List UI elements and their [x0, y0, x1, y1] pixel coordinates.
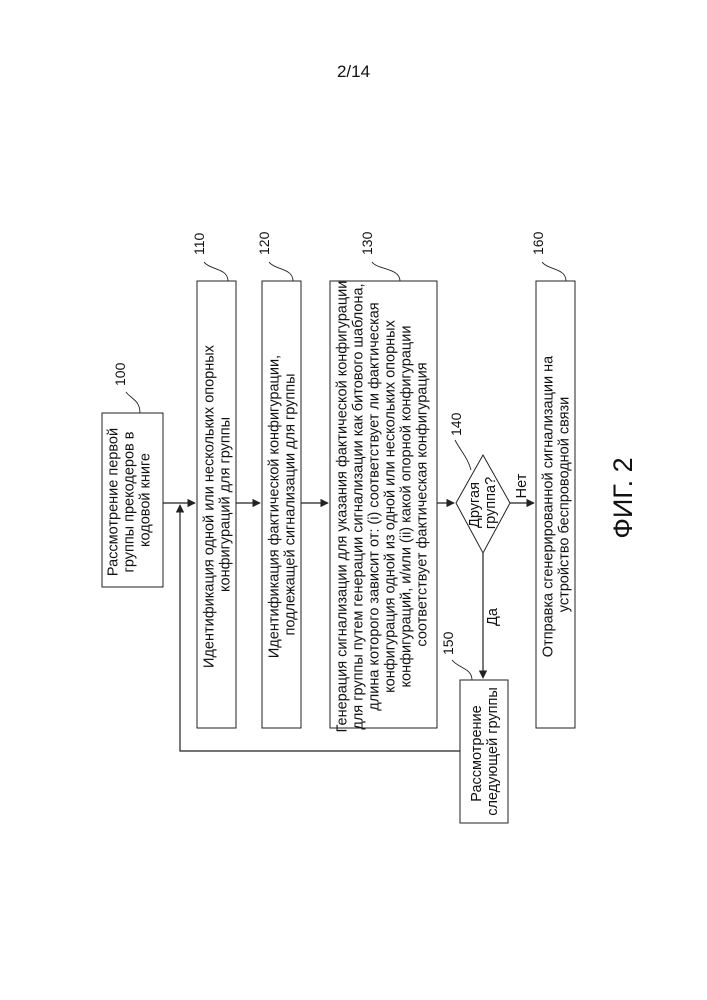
ref-100-label: 100 — [112, 362, 128, 386]
step-120-line-2: подлежащей сигнализации для группы — [283, 373, 299, 635]
step-120-line-1: Идентификация фактической конфигурации, — [267, 355, 283, 658]
branch-no-label: Нет — [514, 473, 530, 498]
step-130-line-4: конфигурация одной из одной или нескольк… — [383, 319, 399, 692]
ref-160-label: 160 — [530, 231, 546, 255]
step-120: Идентификация фактической конфигурации, … — [262, 281, 301, 728]
ref-100: 100 — [112, 362, 140, 413]
step-160-line-2: устройство беспроводной связи — [557, 397, 573, 613]
svg-text:Другая группа?: Другая группа? — [467, 477, 499, 529]
ref-140: 140 — [448, 412, 471, 470]
ref-140-label: 140 — [448, 412, 464, 436]
ref-150: 150 — [440, 631, 472, 680]
step-110: Идентификация одной или нескольких опорн… — [197, 281, 236, 728]
decision-140: Другая группа? — [456, 455, 510, 553]
step-130-line-6: соответствует фактическая конфигурация — [415, 362, 431, 646]
ref-150-label: 150 — [440, 631, 456, 655]
ref-130-label: 130 — [359, 231, 375, 255]
decision-140-line-2: группа? — [483, 477, 499, 529]
step-130: Генерация сигнализации для указания факт… — [330, 277, 437, 733]
step-130-line-3: длина которого зависит от: (i) соответст… — [367, 302, 383, 710]
ref-160: 160 — [530, 231, 566, 281]
ref-130: 130 — [359, 231, 400, 281]
step-150-line-1: Рассмотрение — [469, 705, 485, 801]
step-150-line-2: следующей группы — [485, 687, 501, 816]
ref-110: 110 — [191, 232, 228, 281]
branch-yes-label: Да — [485, 607, 501, 626]
step-150: Рассмотрение следующей группы — [460, 680, 508, 823]
figure-label: ФИГ. 2 — [608, 457, 638, 538]
svg-text:Отправка сгенерированной сигна: Отправка сгенерированной сигнализации на… — [541, 352, 573, 657]
step-110-line-1: Идентификация одной или нескольких опорн… — [202, 344, 218, 668]
svg-text:Идентификация фактической конф: Идентификация фактической конфигурации, … — [267, 351, 299, 658]
step-110-line-2: конфигураций для группы — [218, 417, 234, 592]
decision-140-line-1: Другая — [467, 482, 483, 528]
step-130-line-5: конфигураций, и/или (ii) какой опорной к… — [399, 326, 415, 688]
step-100: Рассмотрение первой группы прекодеров в … — [102, 413, 163, 587]
step-100-line-3: кодовой книге — [138, 453, 154, 547]
step-100-line-2: группы прекодеров в — [122, 431, 138, 572]
step-130-line-1: Генерация сигнализации для указания факт… — [335, 281, 351, 733]
step-100-line-1: Рассмотрение первой — [106, 428, 122, 576]
svg-text:Рассмотрение следующей г: Рассмотрение следующей группы — [469, 687, 501, 816]
step-130-line-2: для группы путем генерации сигнализации … — [351, 283, 367, 729]
ref-110-label: 110 — [191, 232, 207, 255]
step-160: Отправка сгенерированной сигнализации на… — [536, 281, 575, 728]
step-160-line-1: Отправка сгенерированной сигнализации на — [541, 355, 557, 657]
ref-120: 120 — [256, 231, 293, 281]
ref-120-label: 120 — [256, 231, 272, 255]
